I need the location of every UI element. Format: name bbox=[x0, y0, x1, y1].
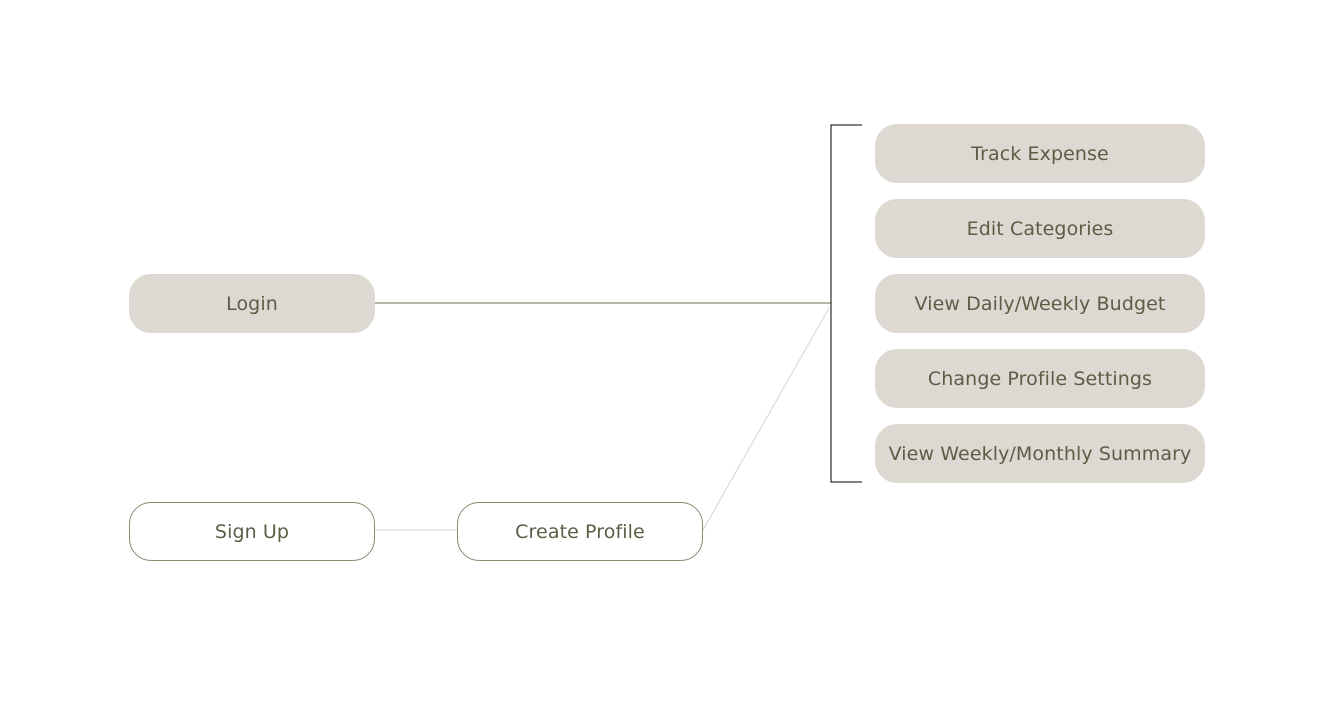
create-profile-node[interactable]: Create Profile bbox=[457, 502, 703, 561]
view-daily-weekly-budget-label: View Daily/Weekly Budget bbox=[914, 292, 1166, 315]
login-label: Login bbox=[226, 292, 278, 315]
edit-categories-label: Edit Categories bbox=[966, 217, 1114, 240]
track-expense-node[interactable]: Track Expense bbox=[875, 124, 1205, 183]
sign-up-label: Sign Up bbox=[214, 520, 290, 543]
create-profile-label: Create Profile bbox=[515, 520, 645, 543]
edit-categories-node[interactable]: Edit Categories bbox=[875, 199, 1205, 258]
view-daily-weekly-budget-node[interactable]: View Daily/Weekly Budget bbox=[875, 274, 1205, 333]
features-bracket bbox=[830, 124, 862, 483]
login-node[interactable]: Login bbox=[129, 274, 375, 333]
edge-create-profile-to-features bbox=[702, 307, 830, 531]
view-weekly-monthly-summary-label: View Weekly/Monthly Summary bbox=[888, 442, 1192, 465]
change-profile-settings-node[interactable]: Change Profile Settings bbox=[875, 349, 1205, 408]
change-profile-settings-label: Change Profile Settings bbox=[927, 367, 1153, 390]
sign-up-node[interactable]: Sign Up bbox=[129, 502, 375, 561]
view-weekly-monthly-summary-node[interactable]: View Weekly/Monthly Summary bbox=[875, 424, 1205, 483]
track-expense-label: Track Expense bbox=[971, 142, 1109, 165]
